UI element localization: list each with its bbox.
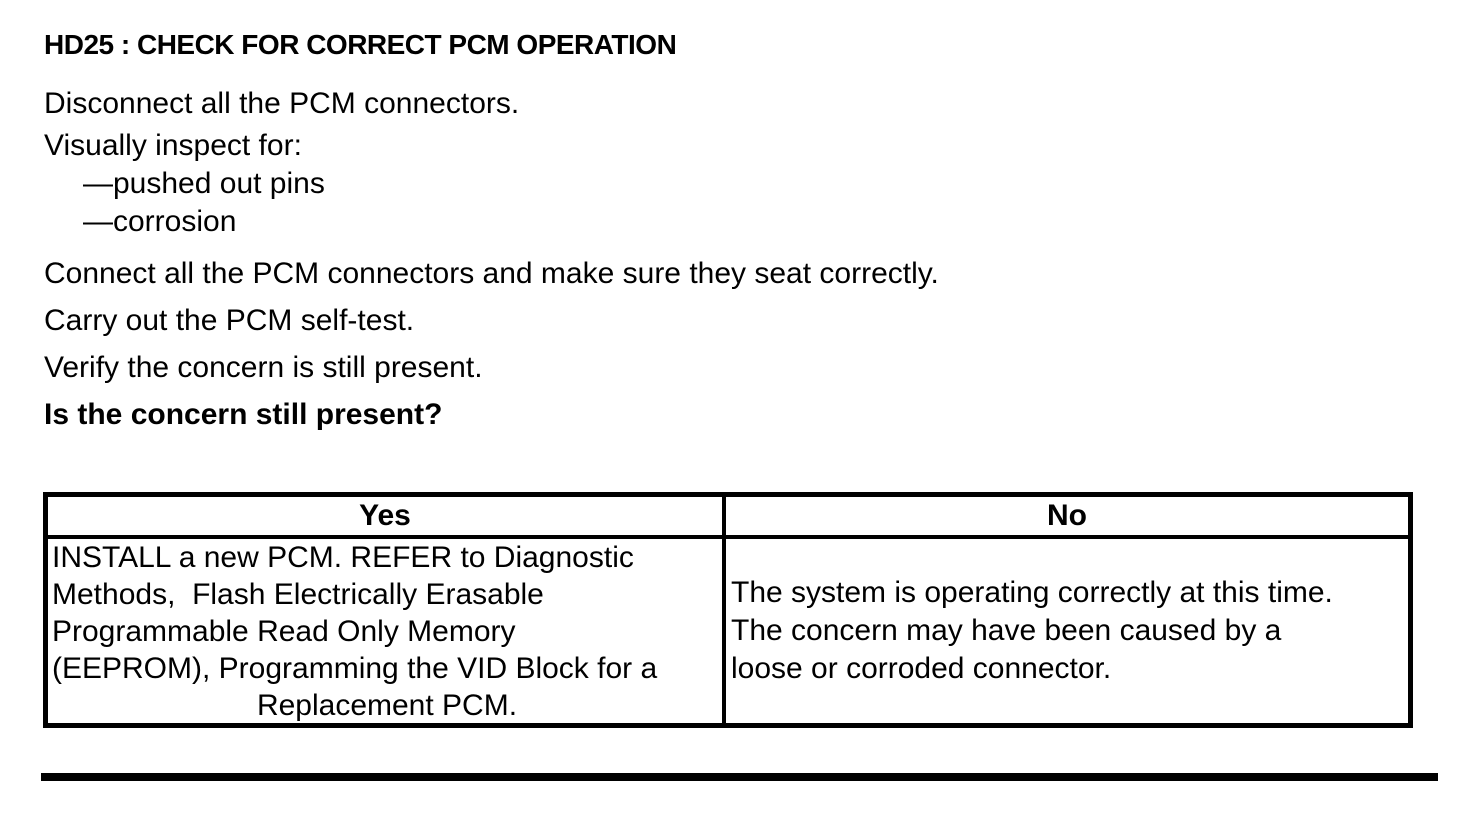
table-header-no: No [1047,499,1087,532]
yes-action-line: Methods, Flash Electrically Erasable [52,578,544,611]
decision-table-header-row: Yes No [48,497,1408,539]
section-divider-rule [41,773,1438,781]
no-action-line: The concern may have been caused by a [731,614,1282,647]
step-disconnect-connectors: Disconnect all the PCM connectors. [44,87,520,120]
step-verify-concern: Verify the concern is still present. [44,351,483,384]
decision-table-body-row: INSTALL a new PCM. REFER to Diagnostic M… [48,539,1408,723]
procedure-text-block: HD25 : CHECK FOR CORRECT PCM OPERATION D… [44,28,939,438]
yes-action-line: (EEPROM), Programming the VID Block for … [52,652,658,685]
step-self-test: Carry out the PCM self-test. [44,304,415,337]
inspect-group: Visually inspect for: —pushed out pins —… [44,127,939,241]
procedure-title: HD25 : CHECK FOR CORRECT PCM OPERATION [44,29,677,60]
step-connect-connectors: Connect all the PCM connectors and make … [44,257,939,290]
inspect-item-pushed-pins: —pushed out pins [83,167,325,200]
yes-action-cell: INSTALL a new PCM. REFER to Diagnostic M… [48,539,726,723]
yes-action-line: INSTALL a new PCM. REFER to Diagnostic [52,541,634,574]
yes-action-line: Replacement PCM. [256,689,518,722]
inspect-item-corrosion: —corrosion [83,205,237,238]
table-header-yes: Yes [48,497,726,535]
yes-action-line: Programmable Read Only Memory [52,615,516,648]
inspect-heading: Visually inspect for: [44,129,302,162]
no-action-line: The system is operating correctly at thi… [731,576,1333,609]
no-action-cell: The system is operating correctly at thi… [726,539,1408,723]
no-action-line: loose or corroded connector. [731,652,1112,685]
decision-question: Is the concern still present? [44,398,443,431]
decision-table: Yes No INSTALL a new PCM. REFER to Diagn… [43,492,1413,728]
